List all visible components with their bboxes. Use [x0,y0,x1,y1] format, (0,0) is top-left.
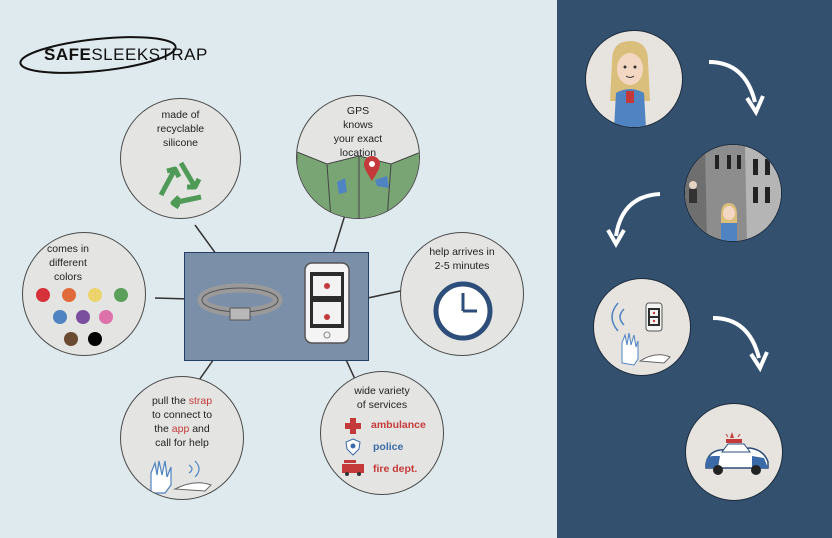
police-car-icon [705,432,769,475]
color-swatch-orange [62,288,76,302]
color-swatch-purple [76,310,90,324]
service-police: police [373,441,404,453]
color-swatch-brown [64,332,78,346]
feature-services: wide variety of services ambulance polic… [320,371,444,495]
arrow-down-left-icon [606,192,661,249]
clock-icon [433,281,493,341]
brand-logo: SAFESLEEKSTRAP [44,45,208,64]
feature-recycle: made of recyclable silicone [120,98,241,219]
arrow-down-right-2-icon [712,316,769,373]
color-swatch-green [114,288,128,302]
color-swatch-yellow [88,288,102,302]
story-step-4 [685,403,783,501]
feature-pull-strap: pull the strap to connect to the app and… [120,376,244,500]
girl-with-phone-icon [610,41,650,127]
color-swatch-pink [99,310,113,324]
color-swatch-blue [53,310,67,324]
signal-phone-icon [611,302,671,366]
arrow-down-right-icon [708,60,765,117]
story-step-3 [593,278,691,376]
hand-icon [150,460,212,494]
service-ambulance: ambulance [371,419,426,431]
phone-icon [304,262,350,344]
fire-truck-icon [342,460,364,476]
logo-swoosh-icon [19,36,177,74]
alley-followed-icon [685,145,781,241]
medical-cross-icon [345,418,361,434]
map-pin-icon [364,156,380,181]
map-icon [297,151,419,218]
feature-help-time: help arrives in 2-5 minutes [400,232,524,356]
feature-gps: GPS knows your exact location [296,95,420,219]
service-fire-dept: fire dept. [373,463,418,475]
recycle-icon [158,161,202,210]
story-step-2 [684,144,782,242]
feature-colors: comes in different colors [22,232,146,356]
strap-icon [197,283,283,321]
color-swatch-black [88,332,102,346]
color-swatch-red [36,288,50,302]
story-step-1 [585,30,683,128]
police-badge-icon [345,438,361,456]
